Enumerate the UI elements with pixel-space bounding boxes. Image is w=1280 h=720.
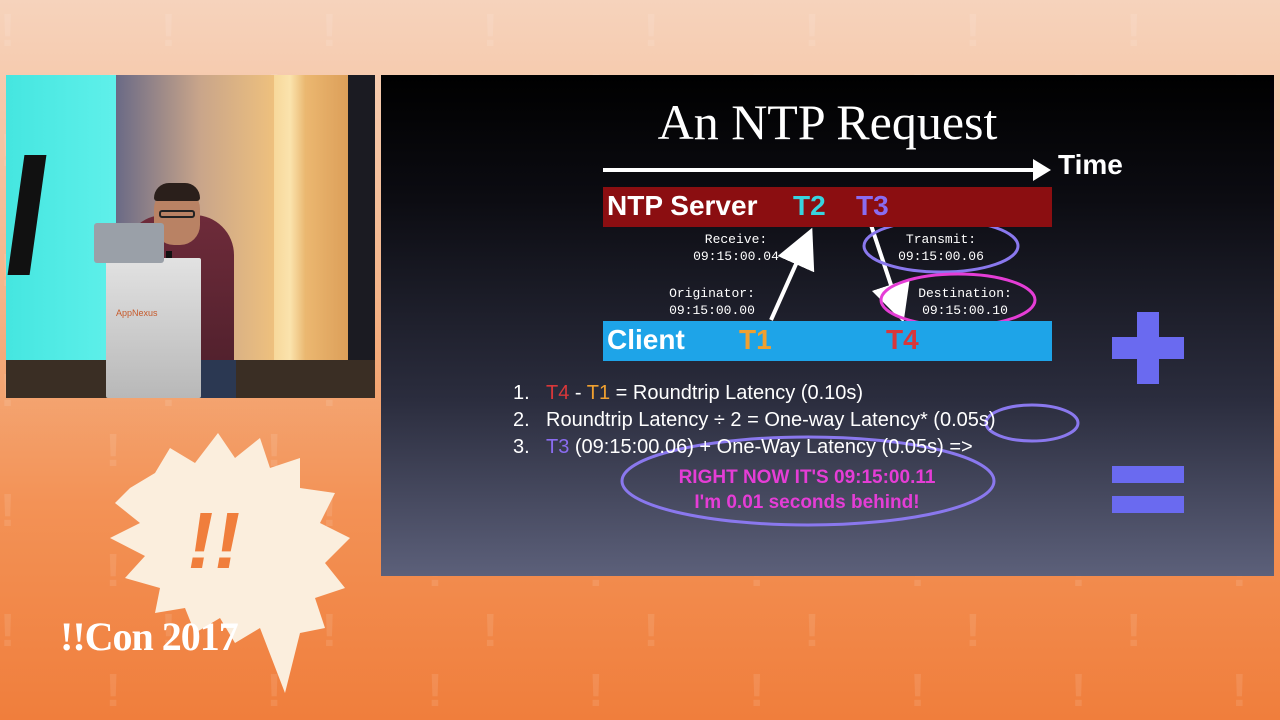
request-arrow [769,227,815,321]
plus-icon [1112,337,1184,359]
result-highlight [620,435,996,527]
destination-time: 09:15:00.10 [922,303,1008,318]
step-2-text: Roundtrip Latency ÷ 2 = One-way Latency*… [546,409,996,431]
originator-annotation: Originator: 09:15:00.00 [657,285,767,319]
receive-annotation: Receive: 09:15:00.04 [681,231,791,265]
ntp-server-bar [603,187,1052,227]
presentation-slide: An NTP Request Time NTP Server T2 T3 Cli… [381,75,1274,576]
receive-time: 09:15:00.04 [693,249,779,264]
result-text: RIGHT NOW IT'S 09:15:00.11 I'm 0.01 seco… [617,465,997,515]
client-bar [603,321,1052,361]
destination-label: Destination: [918,286,1012,301]
result-line-2: I'm 0.01 seconds behind! [694,492,920,513]
speaker-hair [154,183,200,201]
speaker-video: AppNexus [6,75,375,398]
oneway-highlight [984,403,1080,443]
conference-name: !!Con 2017 [60,614,239,659]
burst-shape [110,433,350,693]
destination-annotation: Destination: 09:15:00.10 [905,285,1025,319]
step-2: 2. Roundtrip Latency ÷ 2 = One-way Latenc… [513,407,996,434]
stage-wall [348,75,375,398]
step-1: 1. T4 - T1 = Roundtrip Latency (0.10s) [513,380,996,407]
slide-title: An NTP Request [657,94,998,150]
client-label: Client [607,324,685,355]
conference-logo-burst: !! [110,433,350,693]
t1-label: T1 [739,324,772,355]
transmit-annotation: Transmit: 09:15:00.06 [886,231,996,265]
speaker-glasses [159,210,195,218]
t4-label: T4 [886,324,919,355]
transmit-time: 09:15:00.06 [898,249,984,264]
stage-light [274,75,306,398]
podium: AppNexus [106,258,201,398]
equals-icon [1112,466,1184,483]
time-axis-arrowhead [1033,159,1051,181]
laptop [94,223,164,263]
speaker-pants [196,360,236,398]
ntp-server-label: NTP Server [607,190,758,221]
receive-label: Receive: [704,232,768,247]
step-1-text: = Roundtrip Latency (0.10s) [610,382,864,404]
step-3: 3. T3 (09:15:00.06) + One-Way Latency (0.… [513,434,996,461]
step-1-minus: - [569,382,587,404]
originator-time: 09:15:00.00 [669,303,755,318]
transmit-label: Transmit: [905,232,977,247]
step-number: 2. [513,409,530,431]
step-3-text: (09:15:00.06) + One-Way Latency (0.05s) … [569,436,973,458]
response-arrow [869,224,910,323]
result-line-1: RIGHT NOW IT'S 09:15:00.11 [678,467,936,488]
t2-label: T2 [793,190,826,221]
step-3-t3: T3 [546,436,570,458]
originator-label: Originator: [669,286,755,301]
podium-logo: AppNexus [116,308,158,318]
step-number: 1. [513,382,530,404]
step-1-t1: T1 [586,382,611,404]
step-number: 3. [513,436,530,458]
t3-label: T3 [856,190,889,221]
calculation-steps: 1. T4 - T1 = Roundtrip Latency (0.10s) 2.… [513,380,996,461]
equals-icon-lower-bar [1112,496,1184,513]
time-axis-label: Time [1058,149,1123,180]
step-1-t4: T4 [546,382,570,404]
